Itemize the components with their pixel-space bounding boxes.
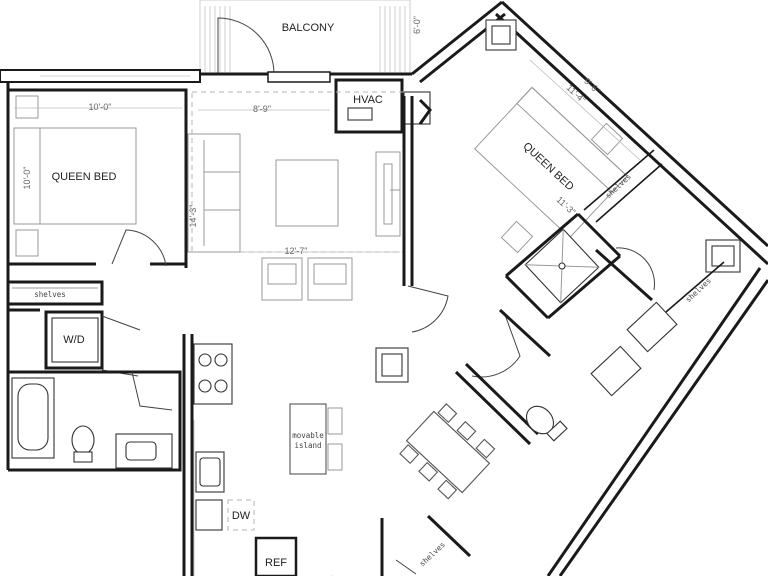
nightstand: [590, 122, 624, 156]
range: [193, 343, 233, 405]
bed-left-width-dim: 10'-0": [89, 102, 112, 112]
chair: [399, 444, 420, 465]
balcony-label: BALCONY: [282, 22, 335, 34]
washer-dryer-closet: W/D: [6, 308, 141, 377]
hvac-label: HVAC: [353, 94, 383, 106]
closet-door[interactable]: [395, 559, 417, 575]
shelves-label: shelves: [418, 540, 447, 568]
sofa: [187, 133, 241, 253]
bedroom-left-door[interactable]: [111, 229, 167, 267]
bath-left-door[interactable]: [131, 371, 173, 411]
nightstand: [15, 95, 39, 119]
island-label-line1: movable: [292, 431, 324, 440]
bed-right-dim-c: 11'-3": [554, 195, 577, 217]
dining-area: [399, 403, 496, 500]
nightstand: [15, 229, 39, 257]
bed-left-depth-dim: 10'-0": [22, 167, 32, 190]
bathroom-left: [8, 370, 182, 472]
kitchen: DW REF movable island: [182, 334, 343, 576]
balcony-railing: [204, 6, 406, 72]
chair: [437, 479, 458, 500]
bed-left-label: QUEEN BED: [52, 171, 117, 183]
shelves-left-label: shelves: [34, 290, 66, 299]
refrigerator: [254, 536, 298, 576]
chair: [437, 403, 458, 424]
bath-right-door[interactable]: [615, 247, 655, 291]
vanity-right: [590, 345, 642, 397]
dishwasher: [227, 499, 255, 531]
stool: [327, 407, 343, 435]
balcony-door[interactable]: [217, 17, 275, 75]
shelves-label: shelves: [684, 276, 713, 304]
stool: [327, 443, 343, 471]
hvac-closet: HVAC: [334, 78, 431, 134]
balcony-depth-dim: 6'-0": [412, 16, 422, 34]
toilet-left: [71, 425, 95, 455]
ref-label: REF: [265, 557, 287, 569]
dining-table: [405, 410, 491, 494]
nightstand: [500, 220, 534, 254]
column-right: [705, 239, 741, 273]
living-depth-dim: 14'-3": [188, 205, 198, 228]
balcony-floor: [199, 0, 411, 75]
bathroom-right: shelves: [498, 212, 725, 442]
column-center: [375, 347, 409, 383]
balcony: BALCONY 6'-0": [199, 0, 422, 75]
chair: [418, 461, 439, 482]
armchair: [307, 257, 353, 301]
living-total-dim: 12'-7": [285, 246, 308, 256]
wd-door[interactable]: [101, 315, 141, 377]
shelves-left: shelves: [8, 280, 104, 306]
chair: [475, 438, 496, 459]
entry-closet: shelves: [332, 514, 472, 576]
island-label-line2: island: [294, 441, 321, 450]
vanity-left: [115, 433, 173, 469]
bedroom-left: QUEEN BED 10'-0" 10'-0": [8, 88, 188, 268]
armchair: [261, 257, 303, 301]
bed-right-label: QUEEN BED: [520, 140, 576, 193]
column-top: [485, 19, 517, 51]
movable-island: [289, 403, 327, 475]
dw-label: DW: [232, 510, 251, 522]
vanity-right: [626, 301, 678, 353]
shelves-right-top: shelves: [583, 149, 663, 223]
chair: [456, 420, 477, 441]
wd-label: W/D: [63, 334, 84, 346]
shelves-label: shelves: [604, 172, 633, 200]
shelves-right-bottom: shelves: [665, 261, 725, 313]
tv-console: [375, 151, 401, 237]
living-room: 8'-9" 14'-3" 12'-7": [187, 91, 449, 333]
living-door[interactable]: [407, 285, 449, 333]
coffee-table: [275, 159, 339, 227]
living-width-dim: 8'-9": [253, 104, 271, 114]
